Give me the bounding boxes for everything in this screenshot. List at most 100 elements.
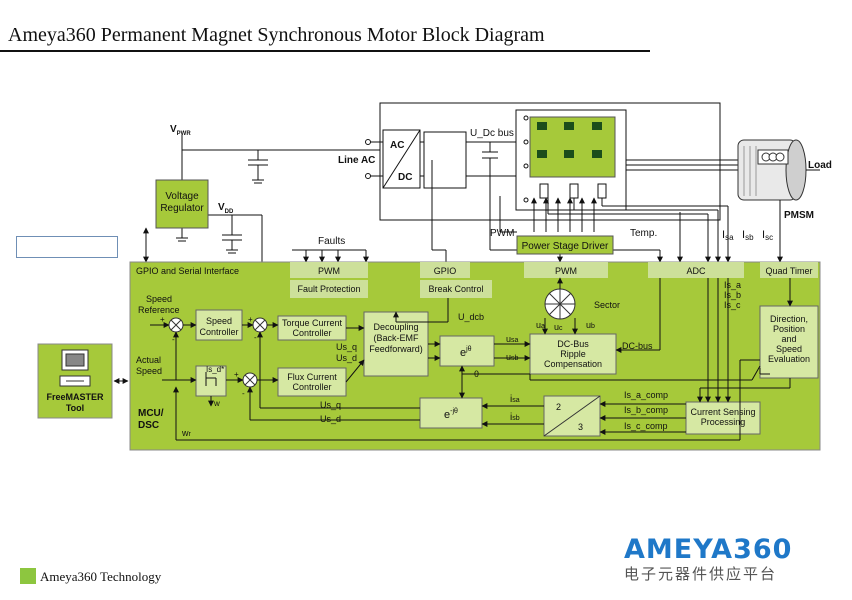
svg-text:VDD: VDD: [218, 202, 234, 215]
svg-text:Evaluation: Evaluation: [768, 354, 810, 364]
svg-text:isa: isa: [510, 394, 520, 405]
svg-text:Line AC: Line AC: [338, 155, 375, 166]
converter-diagonal: [543, 395, 601, 437]
pmsm-motor-icon: [737, 139, 820, 201]
svg-text:Sector: Sector: [594, 300, 620, 310]
svg-text:-: -: [242, 389, 245, 398]
svg-text:Fault Protection: Fault Protection: [297, 284, 360, 294]
svg-text:Feedforward): Feedforward): [369, 344, 423, 354]
title-underline: [0, 50, 650, 52]
svg-text:+: +: [234, 370, 239, 379]
svg-text:Position: Position: [773, 324, 805, 334]
svg-text:-: -: [172, 335, 175, 344]
computer-icon: [59, 349, 91, 387]
svg-text:Regulator: Regulator: [160, 203, 204, 214]
blank-text-box[interactable]: [16, 236, 118, 258]
svg-text:Break Control: Break Control: [428, 284, 483, 294]
svg-text:DC: DC: [398, 172, 412, 183]
svg-text:AC: AC: [390, 140, 404, 151]
svg-text:isb: isb: [510, 412, 520, 423]
svg-text:GPIO and Serial Interface: GPIO and Serial Interface: [136, 266, 239, 276]
svg-text:Voltage: Voltage: [165, 191, 199, 202]
svg-text:θ: θ: [474, 369, 479, 379]
logo-tagline: 电子元器件供应平台: [624, 565, 778, 583]
svg-text:Us_d: Us_d: [336, 353, 357, 363]
svg-text:VPWR: VPWR: [170, 124, 191, 137]
mcu-signal-lines: [150, 277, 793, 441]
svg-text:Speed: Speed: [776, 344, 802, 354]
svg-text:e-jθ: e-jθ: [444, 408, 458, 421]
svg-text:Flux Current: Flux Current: [287, 372, 337, 382]
svg-text:PWM: PWM: [318, 266, 340, 276]
diagram-labels: VPWR VDD Voltage Regulator Line AC AC DC…: [46, 124, 831, 438]
svg-text:FreeMASTER: FreeMASTER: [46, 392, 104, 402]
svg-text:usa: usa: [506, 334, 519, 344]
svg-text:+: +: [248, 315, 253, 324]
svg-text:Processing: Processing: [701, 417, 746, 427]
power-stage-driver-block: [516, 235, 614, 255]
svg-text:Controller: Controller: [199, 327, 238, 337]
svg-text:-: -: [254, 333, 257, 342]
svg-text:Isc: Isc: [762, 229, 773, 242]
svg-text:Tool: Tool: [66, 403, 84, 413]
svg-text:usb: usb: [506, 352, 519, 362]
page-title: Ameya360 Permanent Magnet Synchronous Mo…: [8, 24, 545, 46]
svg-text:w: w: [213, 399, 220, 408]
svg-text:PWM: PWM: [555, 266, 577, 276]
svg-text:Torque Current: Torque Current: [282, 318, 343, 328]
svg-text:wr: wr: [181, 428, 192, 438]
svg-text:U_Dc bus: U_Dc bus: [470, 128, 514, 139]
svg-text:DC-bus: DC-bus: [622, 341, 653, 351]
svg-text:Speed: Speed: [206, 316, 232, 326]
svg-text:Reference: Reference: [138, 305, 180, 315]
svg-text:Direction,: Direction,: [770, 314, 808, 324]
logo-wordmark: AMEYA360: [624, 534, 793, 565]
svg-text:Actual: Actual: [136, 355, 161, 365]
svg-text:Is_a_comp: Is_a_comp: [624, 390, 668, 400]
svg-text:Temp.: Temp.: [630, 228, 657, 239]
svg-text:Speed: Speed: [136, 366, 162, 376]
footer-label: Ameya360 Technology: [40, 569, 162, 584]
svg-text:Load: Load: [808, 160, 832, 171]
svg-text:ADC: ADC: [686, 266, 706, 276]
supply-wiring: [143, 135, 380, 263]
svg-text:Ripple: Ripple: [560, 349, 586, 359]
footer-color-square: [20, 568, 36, 584]
svg-text:DSC: DSC: [138, 420, 159, 431]
inner-blocks: [195, 305, 819, 437]
svg-text:uc: uc: [554, 322, 563, 332]
svg-text:Us_d: Us_d: [320, 414, 341, 424]
svg-text:Quad Timer: Quad Timer: [765, 266, 812, 276]
svg-text:ub: ub: [586, 320, 595, 330]
voltage-regulator-block: [155, 179, 209, 229]
svg-text:Is_d*: Is_d*: [206, 365, 224, 374]
svg-text:3: 3: [578, 422, 583, 432]
igbt-switches: [537, 122, 602, 158]
svg-text:2: 2: [556, 402, 561, 412]
svg-text:Is_c: Is_c: [724, 300, 741, 310]
svg-text:PWM: PWM: [490, 228, 514, 239]
svg-text:DC-Bus: DC-Bus: [557, 339, 589, 349]
ameya360-logo: AMEYA360 电子元器件供应平台: [624, 536, 814, 584]
svg-text:Is_b_comp: Is_b_comp: [624, 405, 668, 415]
svg-text:Controller: Controller: [292, 328, 331, 338]
svg-text:Us_q: Us_q: [336, 342, 357, 352]
svg-text:Is_a: Is_a: [724, 280, 741, 290]
svg-text:and: and: [781, 334, 796, 344]
svg-text:ua: ua: [536, 320, 545, 330]
svg-text:Controller: Controller: [292, 382, 331, 392]
svg-text:Isa: Isa: [722, 229, 734, 242]
svg-text:PMSM: PMSM: [784, 210, 814, 221]
svg-text:U_dcb: U_dcb: [458, 312, 484, 322]
svg-text:ejθ: ejθ: [460, 346, 472, 359]
svg-text:Speed: Speed: [146, 294, 172, 304]
svg-text:Us_q: Us_q: [320, 400, 341, 410]
svg-text:Current Sensing: Current Sensing: [690, 407, 755, 417]
peripheral-labels: [290, 262, 818, 298]
svg-text:Is_c_comp: Is_c_comp: [624, 421, 668, 431]
svg-text:+: +: [160, 315, 165, 324]
svg-text:GPIO: GPIO: [434, 266, 457, 276]
svg-text:Isb: Isb: [742, 229, 754, 242]
svg-text:Decoupling: Decoupling: [373, 322, 418, 332]
